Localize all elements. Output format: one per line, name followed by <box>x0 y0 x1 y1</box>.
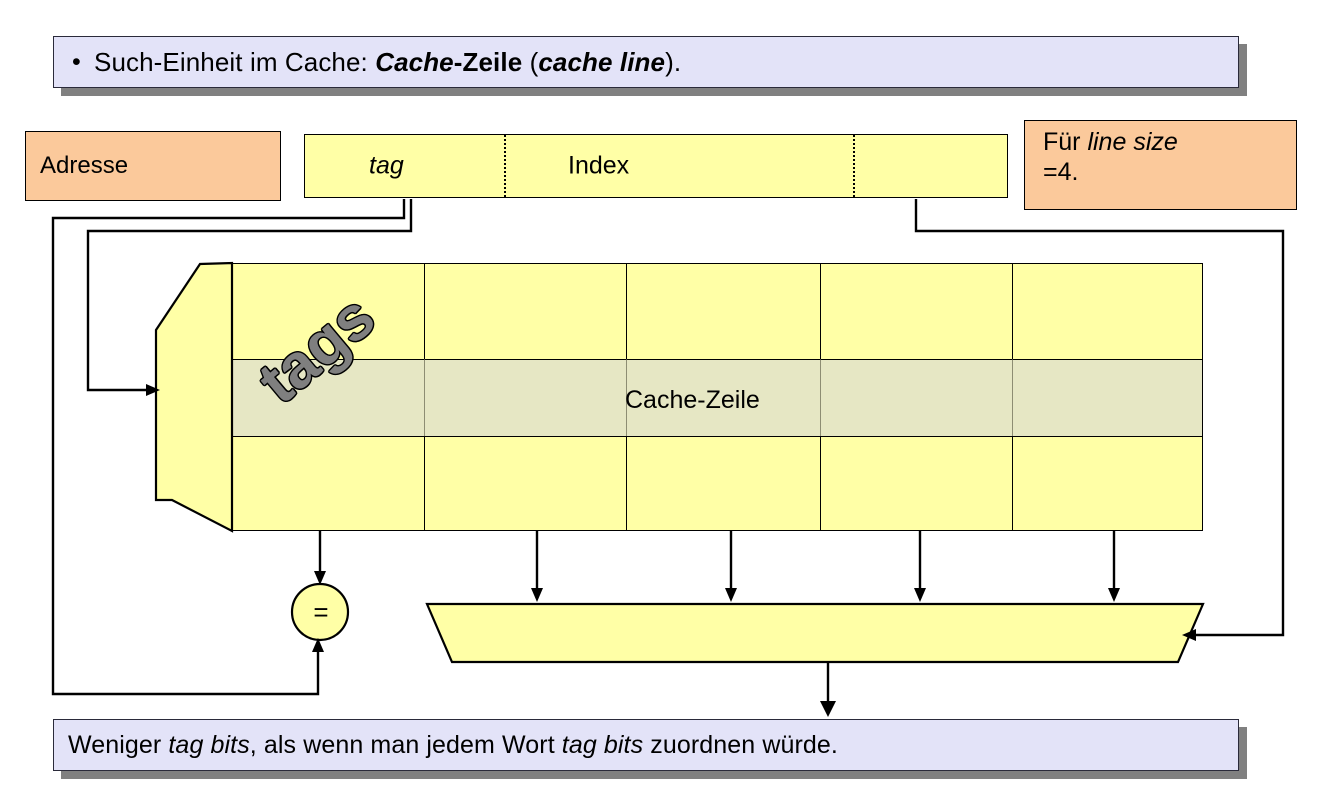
bottom-banner-text-2: , als wenn man jedem Wort <box>249 730 562 759</box>
grid-cell-highlighted <box>626 359 821 437</box>
grid-cell <box>424 263 627 360</box>
top-banner: • Such-Einheit im Cache: Cache-Zeile (ca… <box>53 36 1239 88</box>
comparator-equals-symbol: = <box>313 597 329 627</box>
bottom-banner-italic-2: tag bits <box>561 730 644 759</box>
line-size-note: Für line size =4. <box>1024 120 1297 210</box>
grid-cell <box>626 436 821 531</box>
bottom-banner: Weniger tag bits, als wenn man jedem Wor… <box>53 719 1239 771</box>
address-box: Adresse <box>25 131 281 201</box>
top-banner-cache-emphasis: Cache <box>375 46 454 77</box>
top-banner-text-mid: ( <box>522 46 539 77</box>
address-divider-index-offset <box>853 135 855 197</box>
line-size-italic: line size <box>1087 128 1178 156</box>
top-banner-cacheline-emphasis: cache line <box>538 46 666 77</box>
address-divider-tag-index <box>504 135 506 197</box>
bullet-icon: • <box>72 47 81 76</box>
address-field-index-label: Index <box>568 151 630 180</box>
bottom-banner-text-3: zuordnen würde. <box>643 730 838 759</box>
mux-trapezoid <box>425 602 1205 664</box>
cache-line-label: Cache-Zeile <box>625 386 760 414</box>
address-field-tag-label: tag <box>369 151 404 180</box>
bottom-banner-italic-1: tag bits <box>168 730 250 759</box>
line-size-text-1: Für <box>1043 128 1088 156</box>
grid-cell <box>626 263 821 360</box>
address-field-bar: tag Index <box>304 134 1008 198</box>
line-size-text-2: =4. <box>1043 157 1079 186</box>
address-box-label: Adresse <box>40 152 129 179</box>
top-banner-text-after: ). <box>665 46 682 77</box>
top-banner-zeile-emphasis: -Zeile <box>453 46 523 77</box>
line-size-note-text: Für line size =4. <box>1043 128 1178 186</box>
bottom-banner-text-1: Weniger <box>68 730 169 759</box>
top-banner-text: Such-Einheit im Cache: Cache-Zeile (cach… <box>94 47 681 78</box>
grid-cell <box>424 436 627 531</box>
grid-cell-highlighted <box>424 359 627 437</box>
top-banner-text-before: Such-Einheit im Cache: <box>94 46 376 77</box>
decoder-shape <box>154 261 234 533</box>
bottom-banner-text: Weniger tag bits, als wenn man jedem Wor… <box>68 731 838 760</box>
